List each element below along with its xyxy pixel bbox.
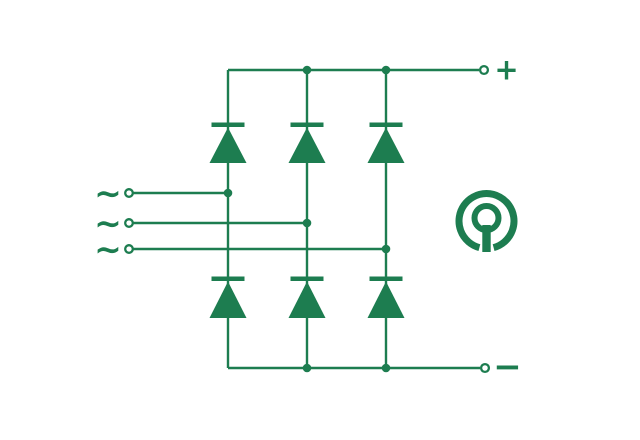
ac-phase-1-terminal-node	[124, 188, 134, 198]
ac-phase-3-terminal-node	[124, 244, 134, 254]
ac-phase-2-terminal-node	[124, 218, 134, 228]
diode-cathode-bar	[369, 276, 403, 281]
negative-terminal-node	[479, 362, 491, 374]
diode-top-2	[288, 122, 326, 163]
junction-dot	[381, 244, 391, 254]
ac-wave-icon: ∼	[94, 173, 122, 213]
terminals	[124, 64, 491, 374]
diode-cathode-bar	[211, 122, 245, 127]
diode-cathode-bar	[211, 276, 245, 281]
wires	[133, 68, 480, 370]
positive-terminal-label: +	[494, 52, 519, 87]
junction-dot	[302, 65, 312, 75]
ac-wave-icon: ∼	[94, 203, 122, 243]
logo-stem	[482, 225, 491, 252]
diode-cathode-bar	[290, 276, 324, 281]
diode-cathode-bar	[369, 122, 403, 127]
diode-triangle	[367, 281, 405, 318]
negative-terminal-label: −	[493, 347, 522, 387]
positive-terminal-node	[478, 64, 490, 76]
junction-dot	[381, 65, 391, 75]
ac-wave-icon: ∼	[94, 229, 122, 269]
diode-bottom-1	[209, 276, 247, 318]
junction-dot	[223, 188, 233, 198]
diode-top-3	[367, 122, 405, 163]
diode-top-1	[209, 122, 247, 163]
logo-outer-ring	[455, 190, 518, 251]
diode-bottom-2	[288, 276, 326, 318]
diode-triangle	[209, 281, 247, 318]
diode-cathode-bar	[290, 122, 324, 127]
diode-triangle	[209, 127, 247, 163]
junction-dot	[381, 363, 391, 373]
diode-triangle	[367, 127, 405, 163]
junction-dots	[223, 65, 391, 373]
junction-dot	[302, 363, 312, 373]
junction-dot	[302, 218, 312, 228]
diode-triangle	[288, 127, 326, 163]
diode-bottom-3	[367, 276, 405, 318]
q-ring-logo-icon	[455, 190, 518, 252]
diode-triangle	[288, 281, 326, 318]
